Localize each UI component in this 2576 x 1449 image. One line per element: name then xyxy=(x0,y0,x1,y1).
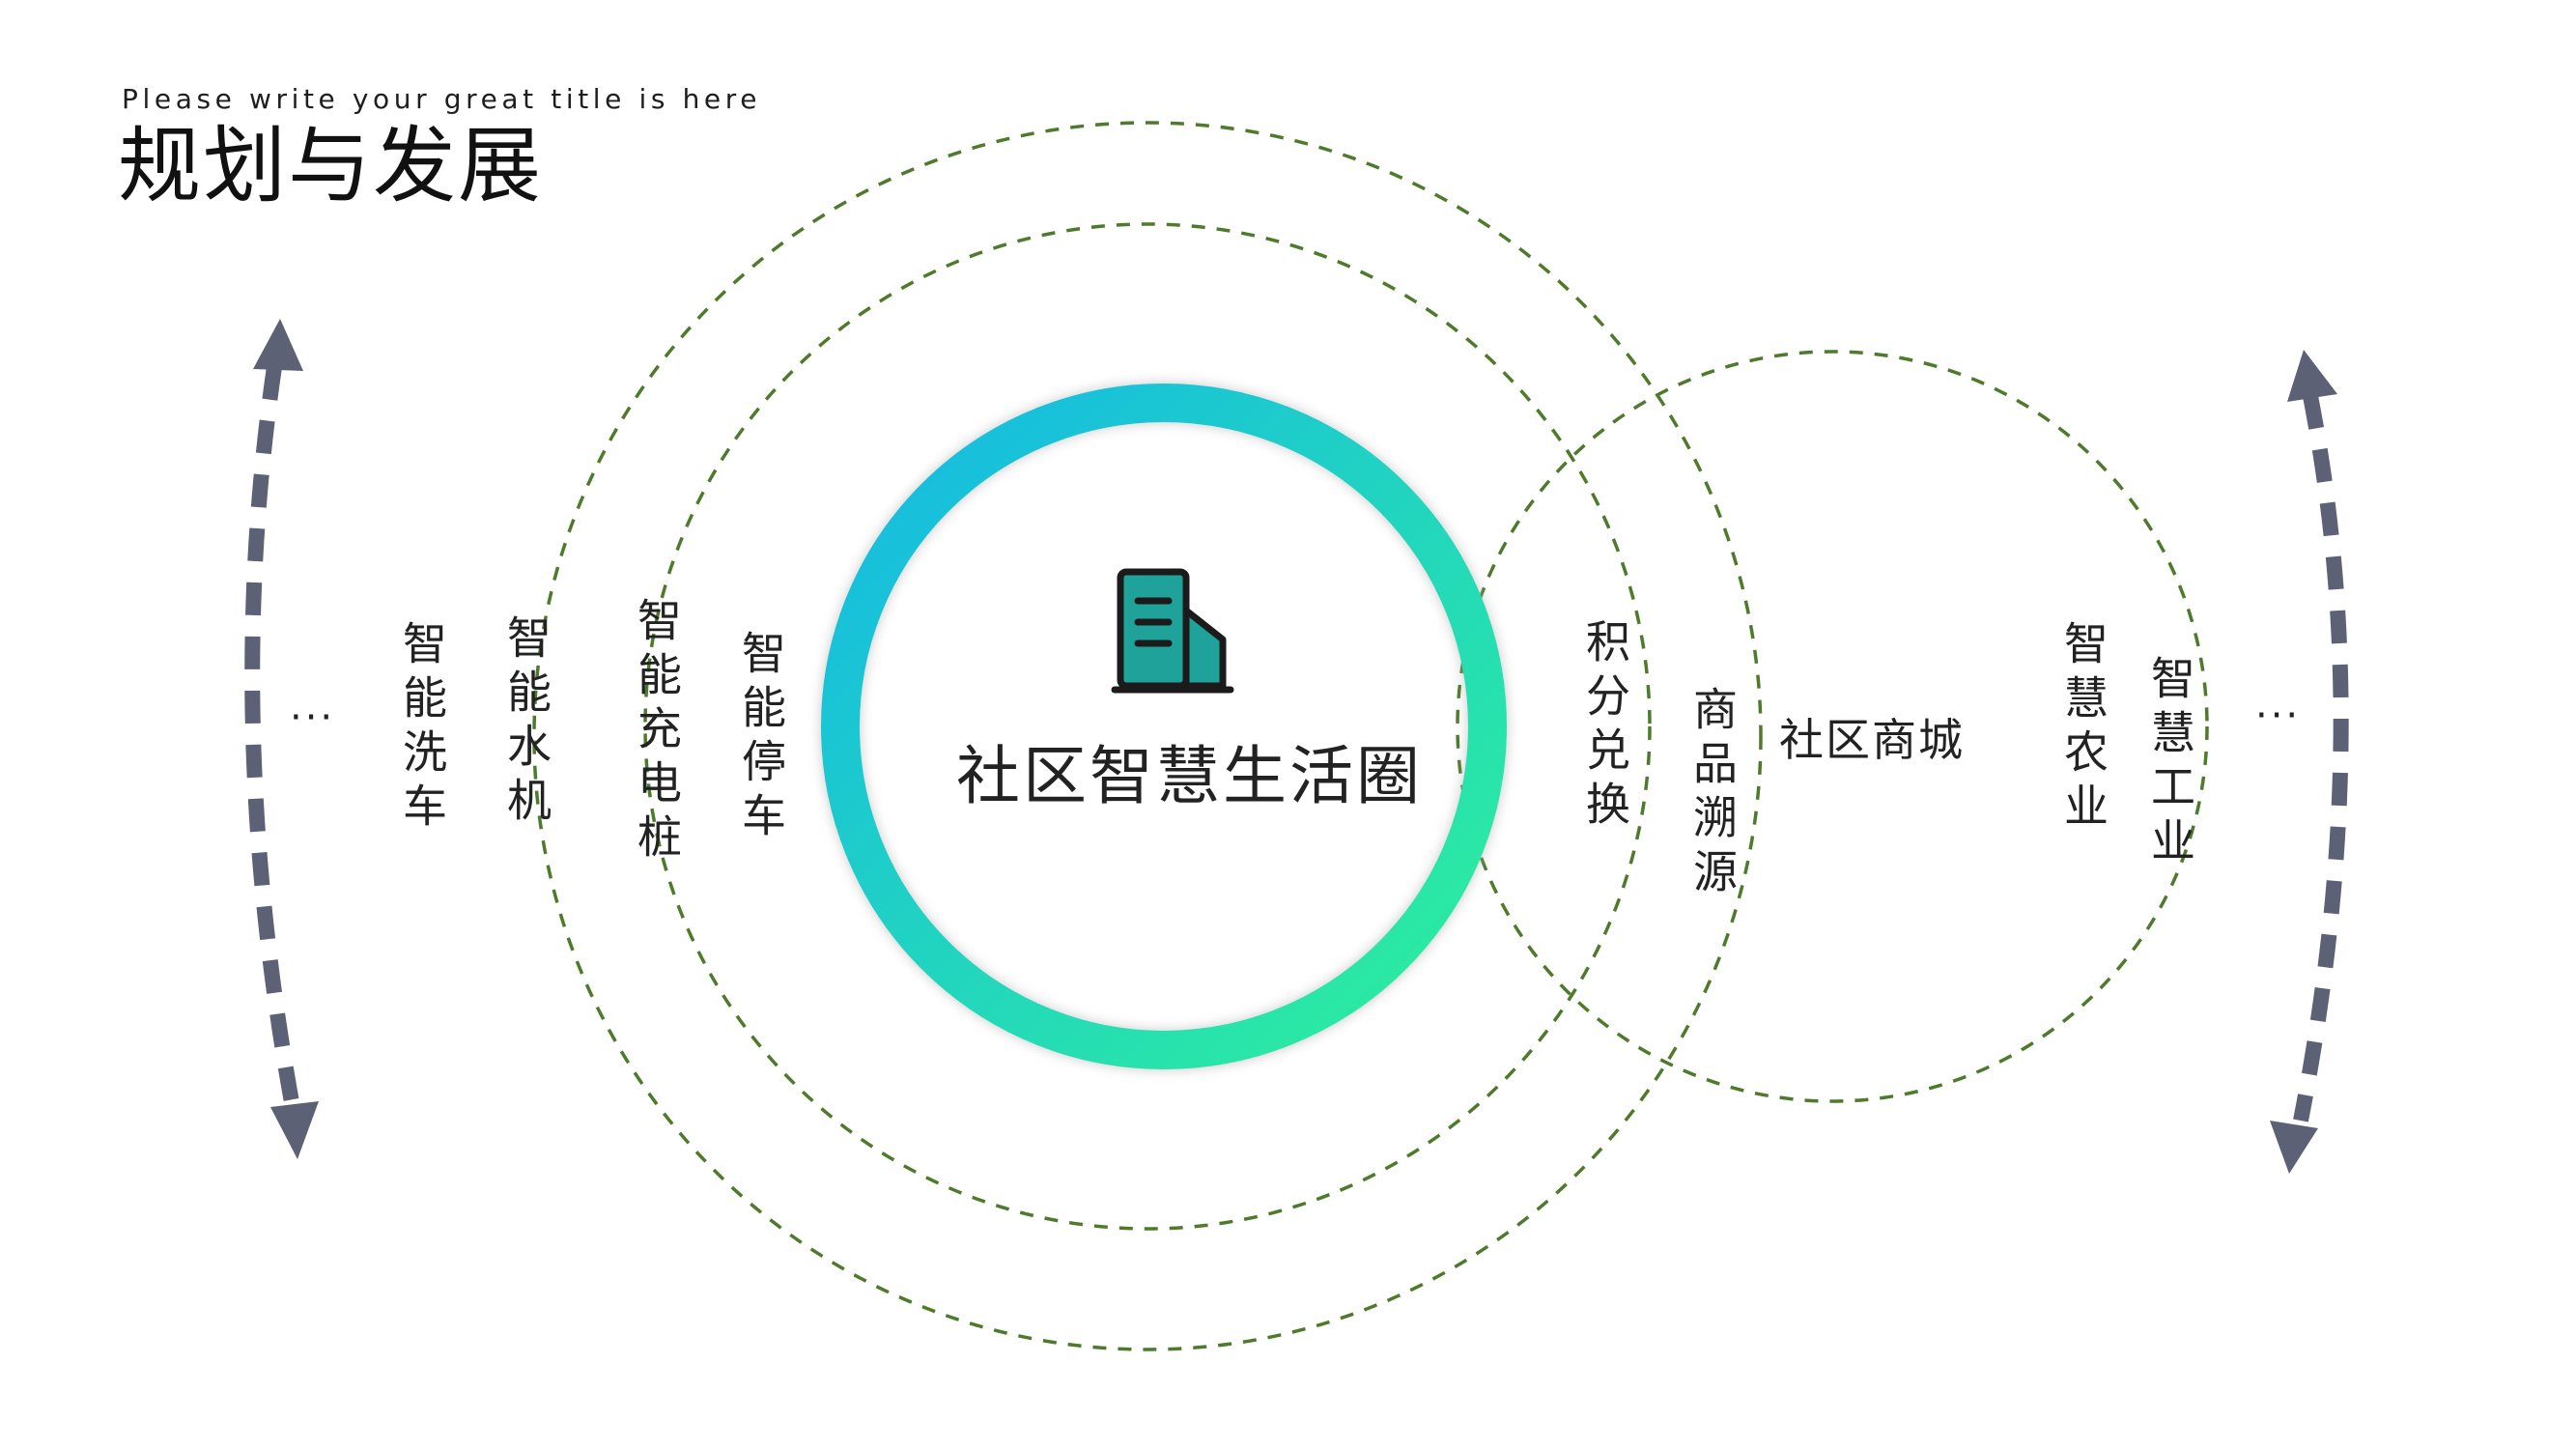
label-smart-charging-pile: 智能充电桩 xyxy=(631,597,683,867)
left-double-arrow xyxy=(244,319,319,1159)
building-icon xyxy=(1111,568,1234,694)
left-arrow-down-head xyxy=(270,1101,319,1159)
right-dashed-circle xyxy=(1456,350,2209,1103)
label-smart-agriculture: 智慧农业 xyxy=(2057,620,2109,837)
label-smart-industry: 智慧工业 xyxy=(2144,655,2196,871)
label-smart-water-machine: 智能水机 xyxy=(500,614,552,831)
center-ring xyxy=(821,384,1507,1069)
label-smart-parking: 智能停车 xyxy=(735,630,787,846)
label-smart-car-wash: 智能洗车 xyxy=(396,620,448,837)
outer-dashed-circle xyxy=(532,121,1763,1351)
center-label: 社区智慧生活圈 xyxy=(956,739,1423,813)
label-points-exchange: 积分兑换 xyxy=(1579,618,1631,835)
page-title: 规划与发展 xyxy=(118,118,543,214)
right-arrow-up-head xyxy=(2287,350,2337,402)
middle-dashed-circle xyxy=(643,222,1652,1231)
label-product-traceability: 商品溯源 xyxy=(1686,686,1739,902)
left-arrow-up-head xyxy=(253,319,303,371)
label-community-mall: 社区商城 xyxy=(1779,714,1965,766)
left-ellipsis: ··· xyxy=(290,696,336,740)
right-ellipsis: ··· xyxy=(2255,694,2302,738)
right-arrow-down-head xyxy=(2270,1121,2318,1174)
right-double-arrow xyxy=(2270,350,2349,1174)
page-subtitle: Please write your great title is here xyxy=(122,83,762,115)
